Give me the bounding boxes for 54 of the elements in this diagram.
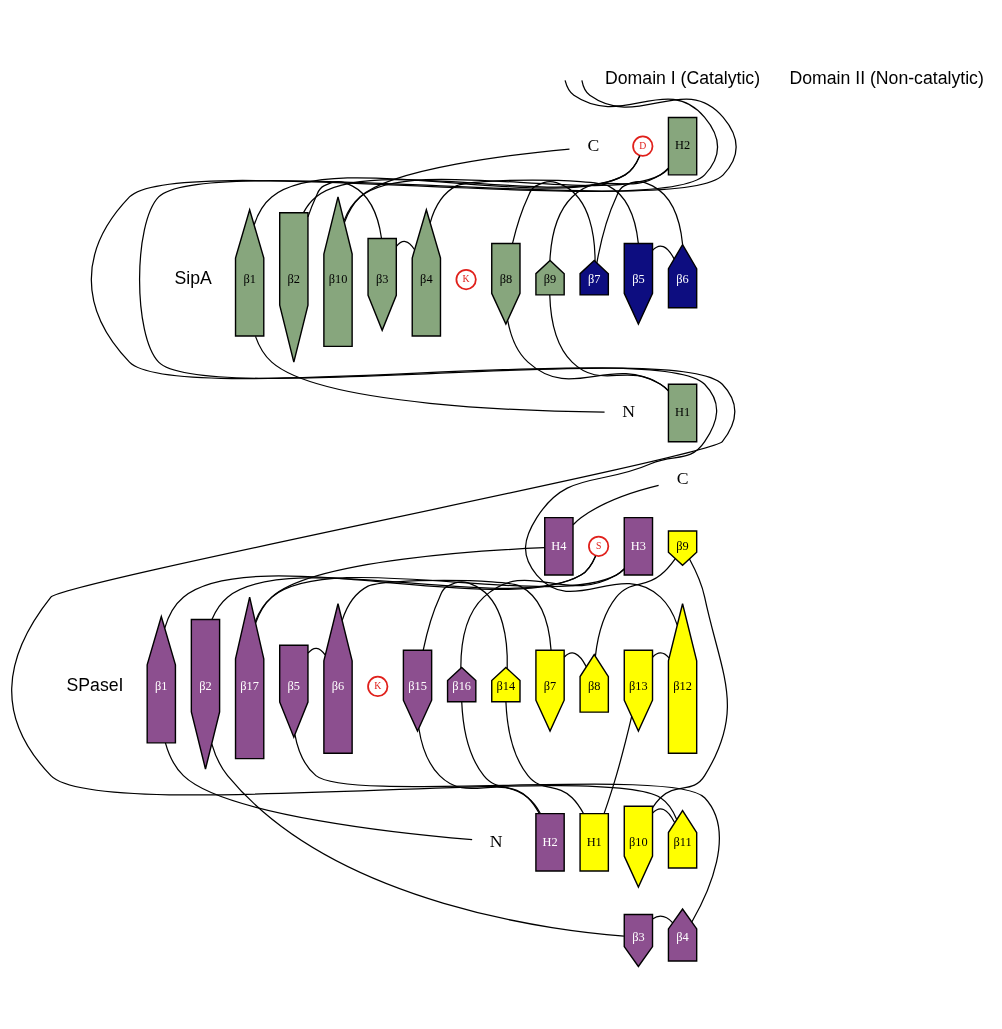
connector <box>254 335 606 413</box>
connector <box>294 733 720 923</box>
node-box: H1 <box>579 812 610 872</box>
connector <box>596 180 684 263</box>
node-circle: D <box>632 135 654 157</box>
node-circle: K <box>455 268 477 290</box>
connector <box>511 180 596 262</box>
connector <box>341 579 552 651</box>
node-text: N <box>489 830 503 851</box>
connector <box>651 915 674 923</box>
connector <box>254 568 625 622</box>
node-box: H2 <box>535 812 565 872</box>
node-text: C <box>676 467 689 488</box>
connector <box>651 807 676 823</box>
label: Domain I (Catalytic) <box>605 67 761 88</box>
connector <box>343 167 669 221</box>
connector <box>461 700 540 814</box>
connector <box>651 245 675 259</box>
connector <box>505 700 585 814</box>
connector <box>651 557 728 808</box>
node-box: H2 <box>667 116 698 176</box>
node-box: H3 <box>623 516 654 576</box>
connector <box>418 727 541 814</box>
connector <box>302 154 641 213</box>
connector <box>253 154 641 225</box>
connector <box>603 715 633 814</box>
connector <box>255 546 546 624</box>
connector <box>460 567 625 669</box>
node-circle: S <box>588 535 610 557</box>
node-text: N <box>622 400 636 421</box>
node-text: C <box>587 134 600 155</box>
connector <box>11 79 737 820</box>
connector <box>422 580 508 669</box>
label: SPaseI <box>66 674 124 695</box>
label: Domain II (Non-catalytic) <box>789 67 984 88</box>
connector <box>164 554 597 629</box>
connector <box>343 147 571 223</box>
connector <box>164 741 473 840</box>
connector <box>651 651 670 658</box>
node-circle: K <box>367 675 389 697</box>
connector <box>211 742 625 937</box>
connector <box>549 167 669 261</box>
connector <box>90 79 719 626</box>
connector <box>307 180 383 239</box>
connector <box>307 647 326 655</box>
node-box: H4 <box>544 516 574 576</box>
connector <box>572 484 660 525</box>
node-box: H1 <box>667 383 698 442</box>
connector <box>429 179 639 244</box>
connector <box>395 240 415 250</box>
label: SipA <box>174 267 212 288</box>
connector <box>563 651 587 667</box>
connector <box>549 293 669 391</box>
connector <box>594 557 676 657</box>
